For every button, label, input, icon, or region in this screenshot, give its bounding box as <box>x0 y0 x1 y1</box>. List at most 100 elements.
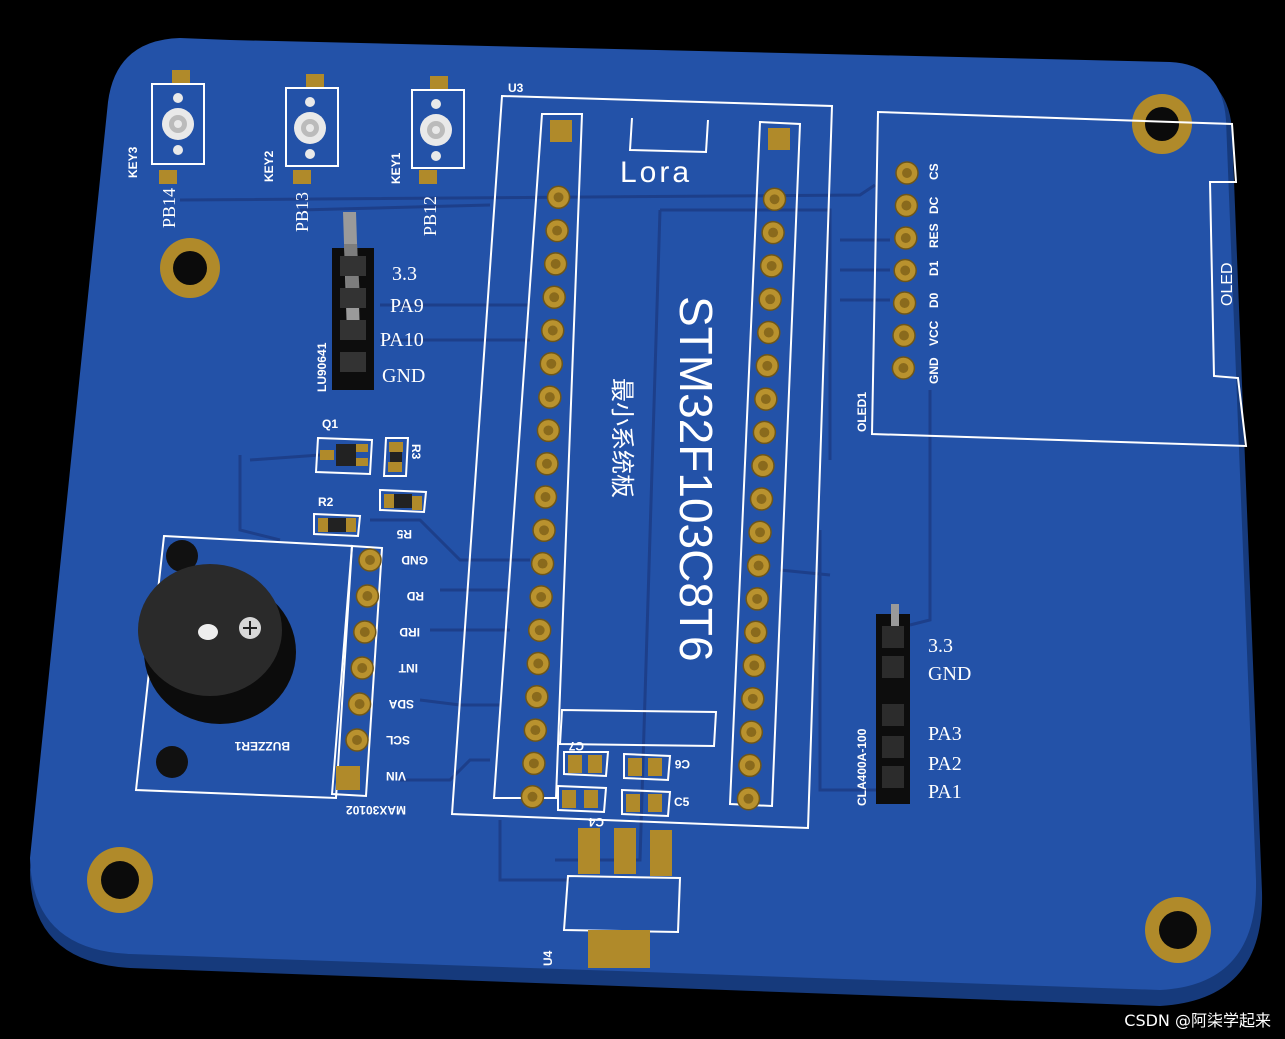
pad-hole <box>552 225 563 236</box>
pad-hole <box>744 760 755 771</box>
pad-hole <box>365 555 375 565</box>
max-pin-scl: SCL <box>386 733 410 747</box>
mounting-hole <box>1132 94 1192 154</box>
q1-transistor: Q1 <box>314 417 374 476</box>
smd-parts: Q1 R3 R5 R2 <box>313 417 428 541</box>
pb13-label: PB13 <box>292 192 312 232</box>
pad-hole <box>758 460 768 471</box>
pad-hole <box>755 527 765 538</box>
pad-hole <box>527 791 538 802</box>
key2-label: KEY2 <box>262 150 276 182</box>
c5-capacitor: C5 <box>621 788 690 818</box>
lora-label: Lora <box>620 156 692 189</box>
pad-hole <box>359 627 370 637</box>
key3-switch: KEY3 PB14 <box>126 70 205 228</box>
pad-hole <box>530 725 541 736</box>
pad-hole <box>900 233 911 243</box>
mcu-subtitle: 最小系统板 <box>608 378 635 498</box>
uart-header-ref: LU90641 <box>315 342 329 392</box>
right-header: CLA400A-100 3.3 GND PA3 PA2 PA1 <box>855 604 971 806</box>
right-header-ref: CLA400A-100 <box>855 728 869 806</box>
oled-pin-dc: DC <box>927 196 941 214</box>
c4-capacitor: C4 <box>557 784 608 829</box>
pad-hole <box>898 363 909 373</box>
pad-hole <box>547 325 558 336</box>
oled-ref: OLED1 <box>855 392 869 432</box>
uart-pin-pa10: PA10 <box>380 329 424 351</box>
uart-pin-3v3: 3.3 <box>392 263 417 285</box>
max-pin-sda: SDA <box>388 697 414 711</box>
svg-text:R3: R3 <box>409 444 423 460</box>
oled-label: OLED <box>1219 262 1236 306</box>
max30102-module: GND RD IRD INT SDA SCL VIN MAX30102 <box>330 544 428 817</box>
pad-hole <box>549 292 560 303</box>
pad-hole <box>749 660 760 671</box>
mounting-hole <box>160 238 220 298</box>
buzzer: BUZZER1 <box>134 534 354 800</box>
pad-hole <box>756 494 767 504</box>
oled-pins <box>891 161 919 380</box>
oled-pin-gnd: GND <box>927 357 941 384</box>
svg-text:R2: R2 <box>318 495 334 509</box>
c7-capacitor: C7 <box>563 739 610 778</box>
right-pin-pa2: PA2 <box>928 753 962 775</box>
pad-hole <box>752 593 763 604</box>
watermark-text: CSDN @阿柒学起来 <box>1124 1011 1271 1030</box>
pad-hole <box>357 663 368 673</box>
uart-pin-pa9: PA9 <box>390 295 424 317</box>
mounting-hole <box>1145 897 1211 963</box>
svg-text:C4: C4 <box>588 815 604 829</box>
pad-hole <box>760 394 771 405</box>
pad-hole <box>763 327 774 338</box>
oled-pin-cs: CS <box>927 163 941 180</box>
pad-hole <box>542 458 552 469</box>
mcu-ref: U3 <box>508 81 524 95</box>
r2-resistor: R2 <box>313 495 362 538</box>
pad-hole <box>766 260 777 271</box>
pad-hole <box>747 693 758 704</box>
pad-hole <box>354 699 365 709</box>
pad-hole <box>900 265 911 276</box>
pad-hole <box>540 492 551 502</box>
power-section: C7 C6 C4 C5 U4 <box>541 708 718 968</box>
max-pin-rd: RD <box>406 589 424 603</box>
mcu-title: STM32F103C8T6 <box>670 296 722 662</box>
pb14-label: PB14 <box>159 188 179 228</box>
mounting-hole <box>87 847 153 913</box>
key2-switch: KEY2 PB13 <box>262 74 339 232</box>
pad-hole <box>544 392 555 403</box>
pad-hole <box>533 658 544 669</box>
oled-pin-d1: D1 <box>927 260 941 276</box>
pad-hole <box>769 194 780 205</box>
max30102-ref: MAX30102 <box>346 803 406 817</box>
pad-hole <box>534 625 545 636</box>
r5-resistor: R5 <box>379 488 428 541</box>
pad-hole <box>902 168 912 178</box>
right-pin-3v3: 3.3 <box>928 635 953 657</box>
oled-pin-res: RES <box>927 223 941 248</box>
pb12-label: PB12 <box>420 196 440 236</box>
pad-hole <box>362 591 373 601</box>
svg-text:R5: R5 <box>396 527 412 541</box>
svg-text:C6: C6 <box>674 757 690 771</box>
pad-hole <box>762 360 773 371</box>
pad-hole <box>543 425 554 436</box>
max-pin-gnd: GND <box>401 553 428 567</box>
oled-display: OLED OLED1 CS DC RES D1 D0 VCC GND <box>855 110 1248 448</box>
key1-label: KEY1 <box>389 152 403 184</box>
pad-hole <box>746 727 757 738</box>
pad-hole <box>753 560 764 571</box>
key3-label: KEY3 <box>126 146 140 178</box>
traces <box>179 183 932 882</box>
buzzer-ref: BUZZER1 <box>234 739 290 753</box>
pad-hole <box>765 294 776 305</box>
r3-resistor: R3 <box>382 437 423 477</box>
oled-pin-d0: D0 <box>927 292 941 308</box>
mcu-left-pins <box>520 120 572 809</box>
pad-hole <box>550 258 561 269</box>
oled-pin-vcc: VCC <box>927 320 941 346</box>
pad-hole <box>750 627 761 638</box>
pad-hole <box>899 298 910 308</box>
pad-hole <box>531 691 542 702</box>
mounting-holes <box>87 94 1211 963</box>
